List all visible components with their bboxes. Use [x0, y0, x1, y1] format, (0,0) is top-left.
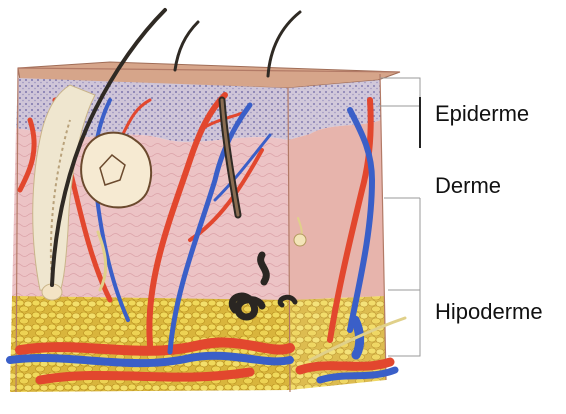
dermis-label: Derme — [435, 175, 501, 197]
sebaceous-gland — [81, 133, 151, 208]
hypodermis-label: Hipoderme — [435, 301, 543, 323]
pacinian-corpuscle — [294, 234, 306, 246]
epidermis-label: Epiderme — [435, 103, 529, 125]
